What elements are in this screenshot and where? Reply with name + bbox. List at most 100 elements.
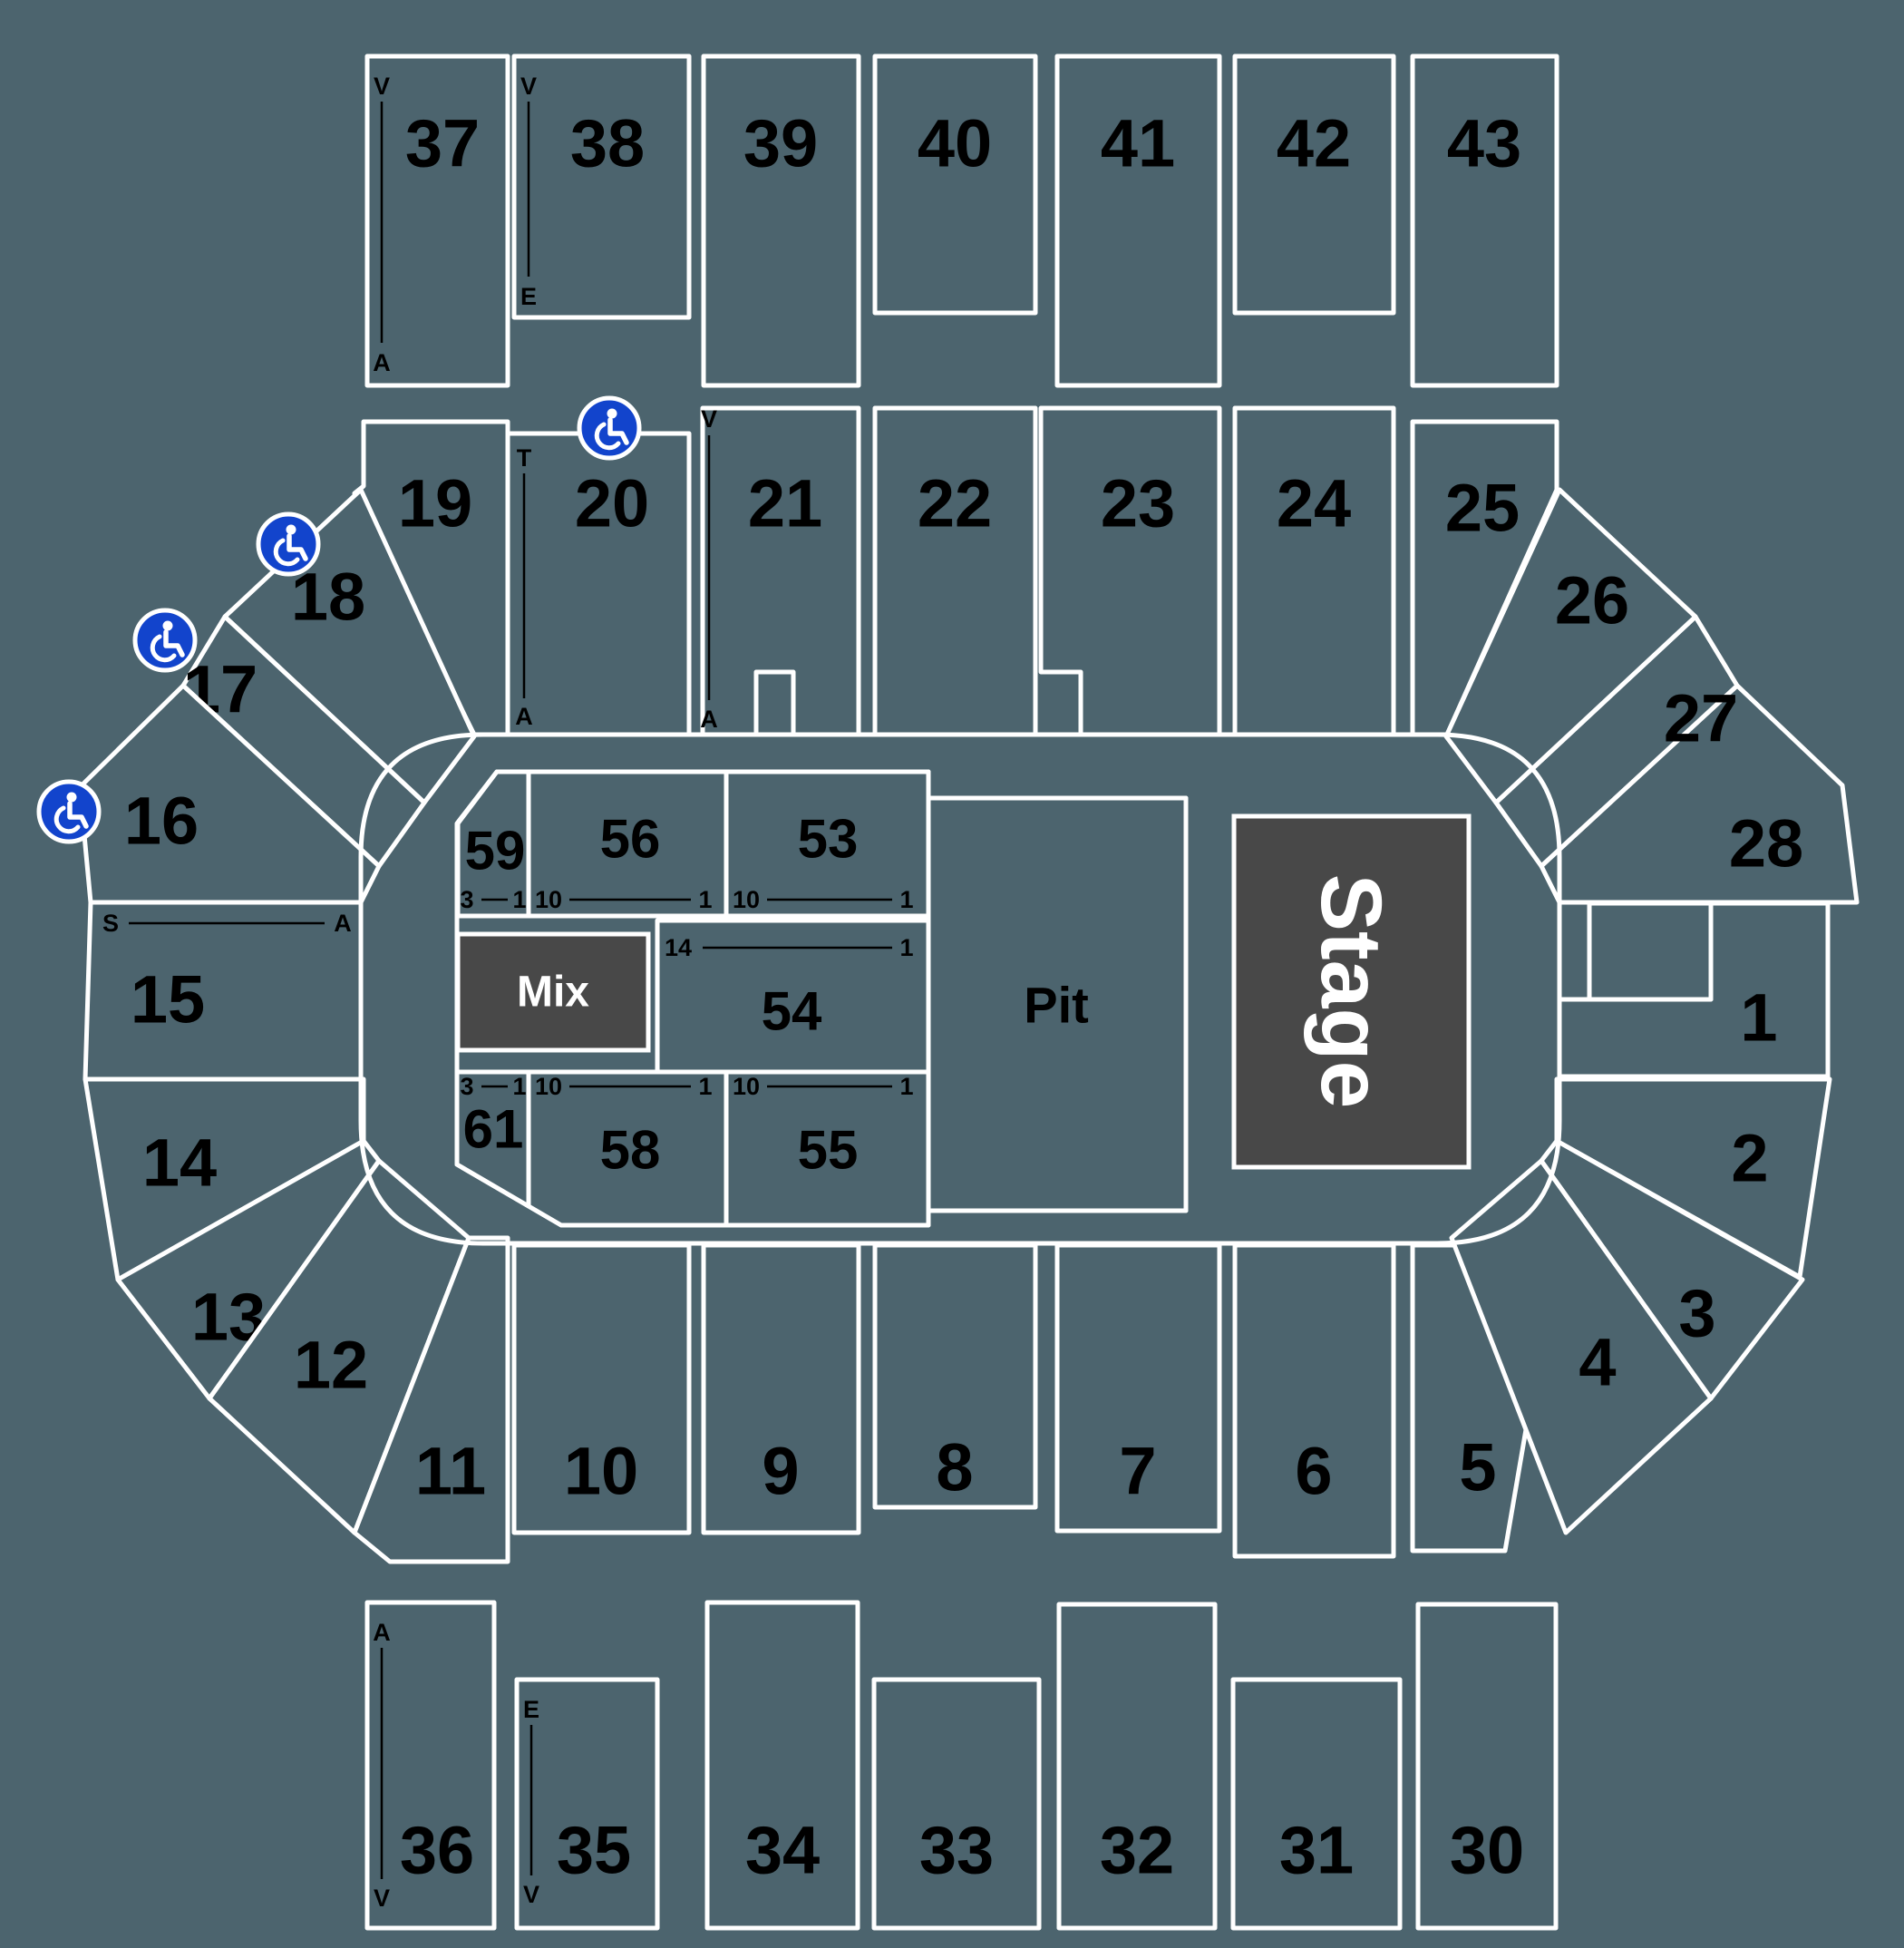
section-9-label: 9 (762, 1434, 799, 1509)
section-53-label: 53 (798, 809, 859, 870)
row-number: 1 (512, 886, 526, 913)
section-16-label: 16 (124, 784, 199, 859)
section-2[interactable] (1554, 1076, 1832, 1280)
section-24-label: 24 (1277, 466, 1351, 541)
section-33-label: 33 (919, 1813, 994, 1888)
row-letter: V (374, 73, 390, 100)
section-40[interactable] (872, 54, 1038, 316)
section-26[interactable] (1443, 487, 1698, 805)
row-number: 3 (460, 886, 473, 913)
section-38[interactable] (511, 54, 692, 320)
row-number: 10 (535, 1073, 562, 1100)
row-number: 1 (899, 1073, 913, 1100)
section-30[interactable] (1415, 1602, 1559, 1931)
section-53[interactable] (724, 769, 931, 919)
section-27-label: 27 (1664, 681, 1738, 756)
section-6[interactable] (1232, 1242, 1396, 1559)
section-20[interactable] (505, 431, 692, 737)
section-20-label: 20 (575, 466, 649, 541)
section-3-label: 3 (1678, 1276, 1715, 1351)
section-22-label: 22 (918, 466, 992, 541)
accessible-markers (36, 395, 642, 844)
section-11[interactable] (352, 1235, 510, 1564)
section-58[interactable] (526, 1069, 729, 1228)
section-12-label: 12 (294, 1328, 368, 1403)
section-35[interactable] (514, 1677, 660, 1931)
floor: 59 3 1 56 10 1 53 10 1 54 14 1 Mix 61 3 … (454, 769, 1472, 1228)
row-letter: A (334, 910, 352, 937)
section-43[interactable] (1410, 54, 1559, 388)
section-31-label: 31 (1279, 1813, 1354, 1888)
row-letter: V (701, 405, 717, 433)
row-number: 1 (512, 1073, 526, 1100)
row-number: 1 (698, 1073, 712, 1100)
wheelchair-icon (36, 779, 102, 844)
row-letter: V (523, 1881, 539, 1908)
section-34-label: 34 (745, 1813, 820, 1888)
section-30-label: 30 (1450, 1813, 1524, 1888)
section-36-label: 36 (400, 1813, 474, 1888)
row-letter: V (374, 1885, 390, 1912)
section-36[interactable] (364, 1600, 497, 1931)
section-31[interactable] (1230, 1677, 1403, 1931)
section-33[interactable] (871, 1677, 1042, 1931)
row-number: 1 (899, 934, 913, 961)
row-number: 10 (733, 1073, 760, 1100)
section-25-label: 25 (1445, 471, 1520, 546)
section-15-label: 15 (131, 962, 205, 1037)
section-39[interactable] (701, 54, 861, 388)
section-39-label: 39 (743, 106, 818, 181)
section-24[interactable] (1232, 405, 1396, 737)
bottom-bowl-row: 11 10 9 8 7 6 5 (352, 1235, 1560, 1564)
section-8[interactable] (872, 1242, 1038, 1510)
top-row: 37 V A 38 V E 39 40 41 42 43 (364, 54, 1559, 388)
section-55[interactable] (724, 1069, 931, 1228)
section-15[interactable] (83, 900, 364, 1082)
row-letter: V (520, 73, 537, 100)
section-37[interactable] (364, 54, 510, 388)
section-8-label: 8 (936, 1430, 973, 1505)
section-10[interactable] (511, 1242, 692, 1535)
section-55-label: 55 (798, 1120, 859, 1181)
section-32[interactable] (1056, 1602, 1218, 1931)
section-38-label: 38 (570, 106, 645, 181)
section-28-label: 28 (1729, 806, 1803, 881)
section-7[interactable] (1054, 1242, 1222, 1534)
section-42[interactable] (1232, 54, 1396, 316)
row-letter: T (517, 444, 532, 472)
section-41[interactable] (1054, 54, 1222, 388)
section-21[interactable] (700, 405, 861, 737)
section-1-label: 1 (1740, 980, 1777, 1056)
section-23[interactable] (1038, 405, 1222, 737)
section-14-label: 14 (142, 1125, 217, 1201)
section-21-label: 21 (748, 466, 822, 541)
section-54-label: 54 (762, 981, 822, 1042)
section-32-label: 32 (1100, 1813, 1174, 1888)
bottom-row: 36 A V 35 E V 34 33 32 31 30 (364, 1600, 1559, 1931)
section-41-label: 41 (1101, 106, 1175, 181)
mix-label: Mix (517, 969, 589, 1017)
row-number: 1 (899, 886, 913, 913)
section-56-label: 56 (600, 809, 661, 870)
pit-area[interactable] (926, 795, 1189, 1213)
row-number: 3 (460, 1073, 473, 1100)
row-letter: A (700, 706, 718, 733)
section-59-label: 59 (465, 821, 526, 881)
row-number: 1 (698, 886, 712, 913)
section-61-label: 61 (463, 1099, 524, 1160)
section-23-label: 23 (1101, 466, 1175, 541)
section-54[interactable] (655, 918, 931, 1078)
section-22[interactable] (872, 405, 1038, 737)
walkway-cell (1587, 901, 1714, 1002)
stage-label: Stage (1303, 874, 1399, 1109)
section-6-label: 6 (1295, 1434, 1332, 1509)
section-58-label: 58 (600, 1120, 661, 1181)
section-26-label: 26 (1555, 563, 1629, 638)
wheelchair-icon (577, 395, 642, 461)
section-9[interactable] (701, 1242, 861, 1535)
section-7-label: 7 (1119, 1434, 1156, 1509)
section-34[interactable] (704, 1600, 860, 1931)
bowl-walkway-outline (358, 732, 1562, 1246)
stage (1231, 813, 1472, 1170)
